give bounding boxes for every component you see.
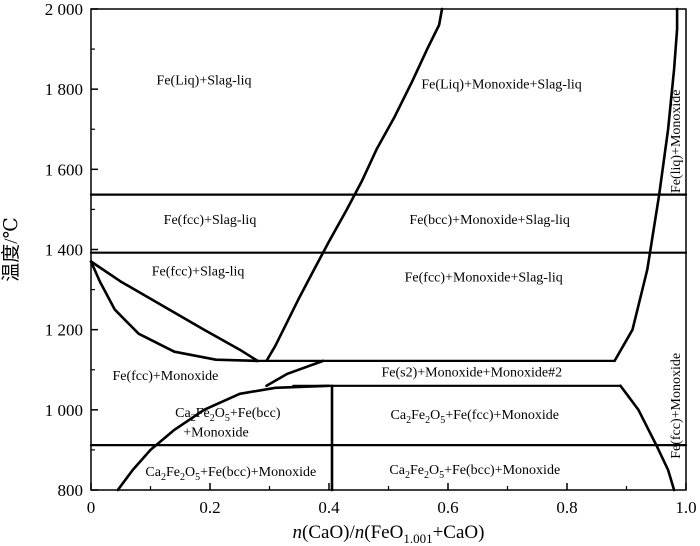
- curve-slag-boundary-upper: [89, 260, 259, 363]
- x-tick-label: 0: [87, 498, 96, 517]
- y-tick-label: 2 000: [45, 0, 83, 19]
- x-tick-label: 1.0: [675, 498, 696, 517]
- y-tick-label: 1 600: [45, 160, 83, 179]
- region-label-r10: Ca2Fe2O5+Fe(fcc)+Monoxide: [391, 408, 559, 426]
- x-axis-title-part2: (FeO: [364, 522, 403, 543]
- region-label-r3: Fe(fcc)+Slag-liq: [164, 213, 257, 228]
- region-label-r15: Fe(fcc)+Monoxide: [669, 353, 684, 459]
- region-label-r1: Fe(Liq)+Slag-liq: [157, 73, 252, 88]
- curve-liq-monoxide-right: [613, 7, 679, 363]
- curve-liquidus-monoxide: [265, 7, 444, 363]
- x-axis-title: n(CaO)/n(FeO1.001+CaO): [293, 522, 485, 546]
- curve-ca2fe2o5-boundary: [116, 384, 331, 492]
- curve-fcc-monoxide-upper: [265, 359, 325, 388]
- region-labels: Fe(Liq)+Slag-liq Fe(Liq)+Monoxide+Slag-li…: [112, 73, 684, 483]
- region-label-r2: Fe(Liq)+Monoxide+Slag-liq: [421, 77, 581, 92]
- x-axis-ticks: 0 0.2 0.4 0.6 0.8 1.0: [87, 483, 697, 517]
- curve-slag-boundary-lower: [89, 260, 259, 363]
- x-axis-title-part1: (CaO)/: [302, 522, 355, 543]
- region-label-r14: Fe(liq)+Monoxide: [669, 89, 684, 193]
- x-tick-label: 0.8: [556, 498, 577, 517]
- x-tick-label: 0.4: [318, 498, 340, 517]
- y-axis-ticks: 800 1 000 1 200 1 400 1 600 1 800 2 000: [45, 0, 98, 500]
- x-axis-title-n2: n: [355, 522, 365, 543]
- region-label-r9: Ca2Fe2O5+Fe(bcc): [175, 406, 281, 424]
- x-axis-title-part3: +CaO): [433, 522, 485, 543]
- region-label-r4: Fe(bcc)+Monoxide+Slag-liq: [409, 213, 569, 228]
- curve-fcc-monoxide-right: [619, 384, 676, 492]
- region-label-r6: Fe(fcc)+Monoxide+Slag-liq: [405, 271, 563, 286]
- x-tick-label: 0.6: [437, 498, 458, 517]
- region-label-r5: Fe(fcc)+Slag-liq: [152, 265, 245, 280]
- x-tick-label: 0.2: [199, 498, 220, 517]
- y-tick-label: 1 800: [45, 80, 83, 99]
- y-tick-label: 800: [58, 481, 84, 500]
- region-label-r8: Fe(s2)+Monoxide+Monoxide#2: [381, 366, 562, 381]
- y-axis-title: 温度/℃: [0, 217, 22, 282]
- region-label-r7: Fe(fcc)+Monoxide: [112, 369, 218, 384]
- phase-boundary-curves: [89, 7, 688, 492]
- region-label-r11: +Monoxide: [183, 425, 248, 440]
- region-label-r12: Ca2Fe2O5+Fe(bcc)+Monoxide: [145, 465, 316, 483]
- y-tick-label: 1 200: [45, 321, 83, 340]
- y-tick-label: 1 400: [45, 241, 83, 260]
- x-axis-title-n1: n: [293, 522, 303, 543]
- region-label-r13: Ca2Fe2O5+Fe(bcc)+Monoxide: [389, 463, 560, 481]
- x-axis-title-sub: 1.001: [403, 531, 432, 546]
- y-tick-label: 1 000: [45, 401, 83, 420]
